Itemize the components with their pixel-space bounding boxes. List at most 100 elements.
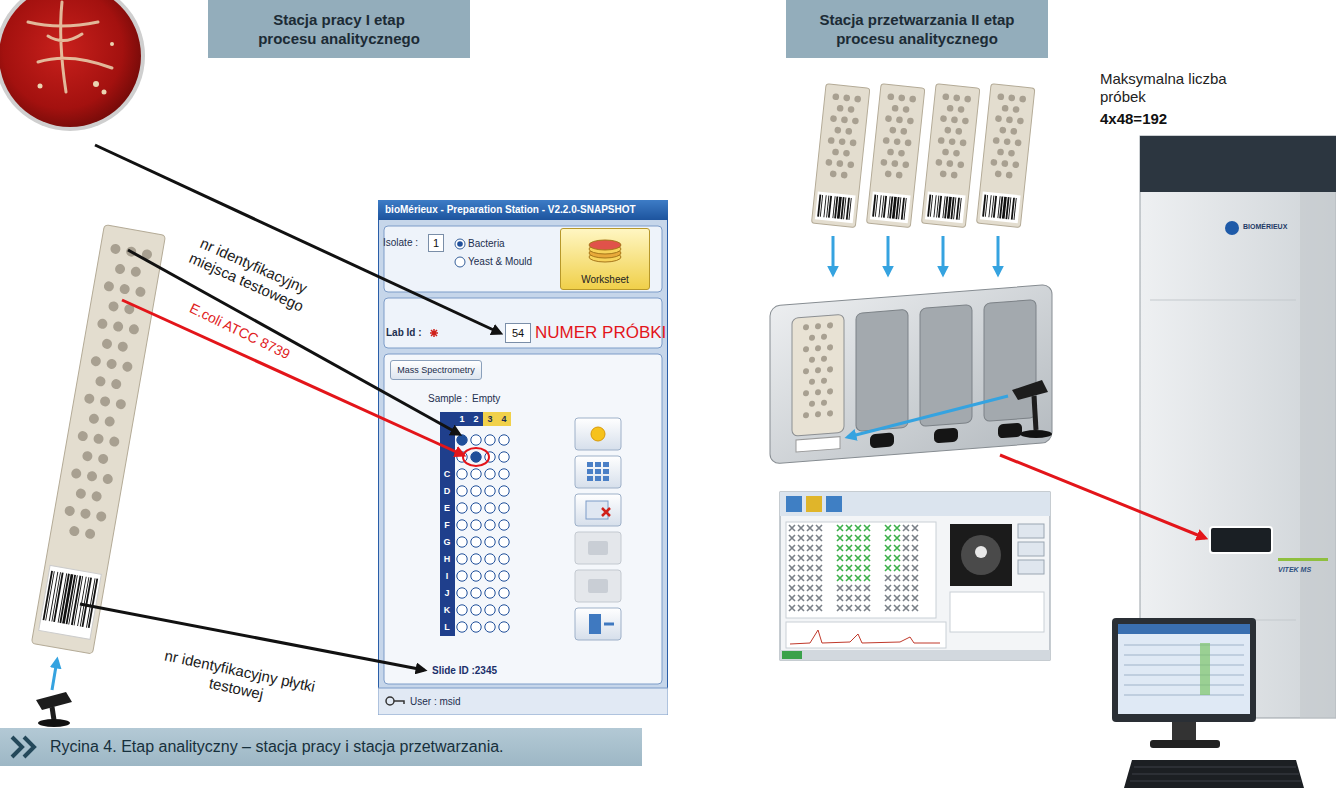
acquisition-screenshot [961, 535, 1001, 575]
row-letter: L [444, 622, 450, 633]
sample-spot [1014, 139, 1021, 146]
capacity-note: Maksymalna liczba próbek [1100, 70, 1250, 106]
tab-button: Mass Spectrometry [390, 360, 482, 380]
target-spot [499, 537, 509, 547]
spot-status [807, 605, 813, 611]
sample-spot [803, 412, 809, 418]
barcode [927, 195, 962, 220]
slide-holder [856, 309, 908, 431]
sample-spot [832, 148, 839, 155]
tool-icon [595, 462, 601, 467]
sample-spot [1012, 106, 1019, 113]
sample-spot [847, 161, 854, 168]
computer [1200, 643, 1210, 695]
sample-spot [809, 357, 815, 363]
tool-icon [603, 462, 609, 467]
sample-spot [97, 318, 109, 330]
spot-status [903, 535, 909, 541]
window-frame [379, 201, 668, 715]
sample-spot [827, 410, 833, 416]
caption-band [0, 728, 642, 766]
spot-status [855, 595, 861, 601]
sample-spot [93, 433, 105, 445]
title-bar [378, 200, 668, 220]
computer [1112, 618, 1256, 722]
sample-spot [827, 344, 833, 350]
sample-spot [852, 117, 859, 124]
sample-spot [997, 93, 1004, 100]
row-letter: K [444, 605, 451, 616]
sample-spot [955, 128, 962, 135]
row-letter: I [446, 571, 449, 582]
spot-status [789, 585, 795, 591]
target-spot [485, 622, 495, 632]
sample-spot [128, 324, 140, 336]
test-slide [31, 225, 165, 654]
petri-dish [0, 0, 145, 131]
spot-status [885, 605, 891, 611]
barcode [823, 195, 826, 217]
spot-status [864, 535, 870, 541]
sample-spot [898, 150, 905, 157]
target-spot [485, 486, 495, 496]
petri-dish [0, 0, 141, 127]
spot-status [807, 525, 813, 531]
sample-spot [907, 117, 914, 124]
spot-status [894, 565, 900, 571]
sample-spot [91, 491, 103, 503]
stage-header: Stacja pracy I etap procesu analityczneg… [208, 0, 470, 58]
sample-spot [885, 170, 892, 177]
panel [384, 226, 662, 292]
option-label: Yeast & Mould [468, 256, 532, 268]
sample-spot [95, 511, 107, 523]
sample-spot [942, 148, 949, 155]
spot-status [903, 565, 909, 571]
sample-spot [900, 128, 907, 135]
spot-status [912, 605, 918, 611]
tool-icon [587, 462, 593, 467]
acquisition-screenshot [975, 546, 987, 558]
sample-spot [879, 93, 916, 179]
spot-status [816, 595, 822, 601]
row-letter: F [444, 520, 450, 531]
scan-arrow [887, 236, 890, 274]
barcode-label [870, 191, 911, 223]
spot-status [864, 525, 870, 531]
barcode-scanner [36, 692, 72, 727]
spot-status [816, 585, 822, 591]
sample-spot [77, 430, 89, 442]
sample-spot [959, 139, 966, 146]
sample-spot [119, 283, 131, 295]
annotation-label: NUMER PRÓBKI [535, 323, 666, 343]
sample-spot [836, 105, 843, 112]
spot-status [912, 595, 918, 601]
target-spot [471, 503, 481, 513]
row-letter: D [444, 486, 451, 497]
sample-spot [962, 117, 969, 124]
slide-holder [934, 428, 958, 444]
capacity-value: 4x48=192 [1100, 110, 1167, 128]
sample-spot [803, 324, 809, 330]
computer [1130, 767, 1301, 781]
slide-holder [998, 423, 1022, 439]
barcode [898, 197, 901, 219]
sample-spot [889, 127, 896, 134]
target-spot [485, 435, 495, 445]
sample-spot [64, 505, 76, 517]
barcode [938, 196, 942, 218]
spot-status [837, 565, 843, 571]
barcode-scanner [52, 707, 54, 720]
mass-spectrometer [1278, 558, 1328, 561]
sample-spot [135, 286, 147, 298]
sample-spot [84, 528, 96, 540]
target-spot [485, 520, 495, 530]
sample-spot [1017, 117, 1024, 124]
test-slide [811, 84, 869, 228]
sample-spot [109, 436, 121, 448]
field-label: Sample : [428, 393, 467, 405]
sample-spot [825, 159, 832, 166]
spot-status [855, 575, 861, 581]
stage-header: Stacja przetwarzania II etap procesu ana… [786, 0, 1048, 58]
sample-spot [989, 93, 1026, 179]
barcode [43, 571, 99, 628]
